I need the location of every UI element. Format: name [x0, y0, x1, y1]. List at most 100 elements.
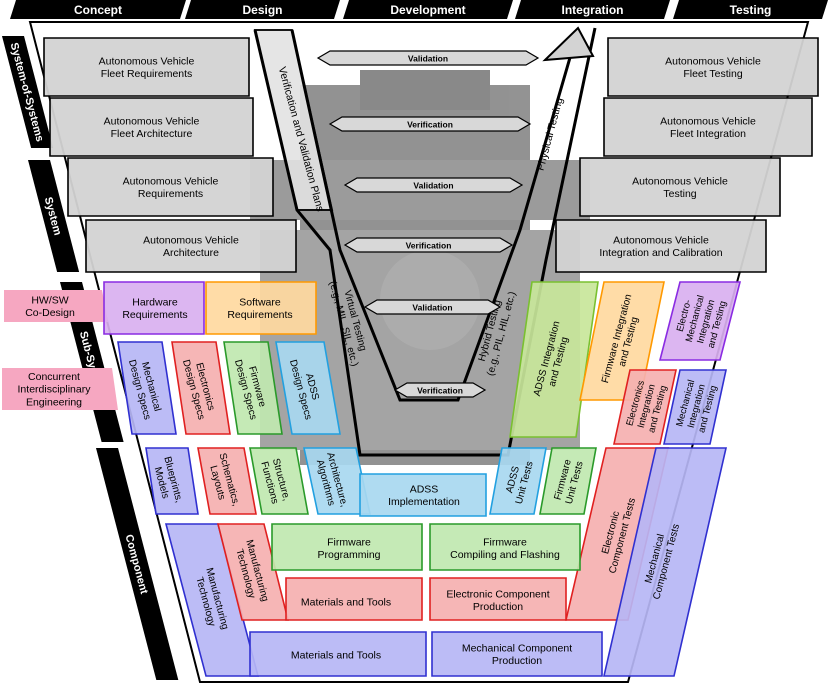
arrow-verification: Verification: [393, 382, 487, 398]
right-row-box-3-shape: [579, 157, 781, 217]
arrow-verification: Verification: [328, 116, 532, 132]
materials-tools-blue-box-label-line: Materials and Tools: [291, 650, 381, 662]
left-row-box-2: [49, 97, 254, 157]
firmware-programming-box: [271, 523, 423, 571]
adss-unit-tests-box-shape: [489, 447, 547, 515]
adss-design-specs-box-shape: [275, 341, 341, 435]
firmware-programming-box-label-line: Programming: [317, 549, 380, 561]
software-requirements-box-label-line: Requirements: [227, 309, 292, 321]
adss-implementation-box-label-line: Implementation: [388, 496, 460, 508]
concurrent-note-shape: [2, 368, 118, 410]
left-row-box-3-shape: [67, 157, 274, 217]
electronics-integration-box: [613, 369, 677, 445]
mechanical-component-production-box: [431, 631, 603, 677]
materials-tools-blue-box: [249, 631, 427, 677]
firmware-unit-tests-box: [539, 447, 597, 515]
left-row-box-3-label-line: Autonomous Vehicle: [123, 175, 219, 187]
arrow-validation: Validation: [316, 50, 540, 66]
left-row-box-4: [85, 219, 297, 273]
adss-unit-tests-box: [489, 447, 547, 515]
arrow-validation: Validation: [363, 299, 502, 315]
em-integration-box: [658, 281, 742, 361]
hardware-requirements-box-label-line: Hardware: [132, 296, 178, 308]
phase-header-label: Testing: [730, 3, 772, 17]
arrow-label: Verification: [407, 120, 453, 130]
left-row-box-4-shape: [85, 219, 297, 273]
right-row-box-4-label-line: Integration and Calibration: [599, 247, 722, 259]
right-row-box-2-shape: [603, 97, 813, 157]
phase-header-development: [343, 0, 513, 19]
mechanical-component-tests-box-shape: [602, 447, 728, 677]
left-row-box-2-label-line: Autonomous Vehicle: [104, 115, 200, 127]
arrow-shape: [363, 299, 502, 315]
concurrent-note-line: Concurrent: [28, 371, 80, 383]
hardware-requirements-box-shape: [103, 281, 205, 335]
left-row-box-1-shape: [43, 37, 250, 97]
arrow-shape: [393, 382, 487, 398]
left-row-box-3-label-line: Requirements: [138, 188, 203, 200]
concurrent-note-line: Interdisciplinary: [18, 384, 92, 396]
left-row-box-1-label-line: Autonomous Vehicle: [99, 55, 195, 67]
right-row-box-4-shape: [555, 219, 767, 273]
level-bar-component: [96, 448, 179, 680]
firmware-design-specs-box: [223, 341, 283, 435]
electronics-design-specs-box: [171, 341, 231, 435]
inner-v-outline: [290, 29, 580, 402]
mechanical-component-tests-box: [602, 447, 728, 677]
mechanical-design-specs-box-shape: [117, 341, 177, 435]
firmware-unit-tests-box-shape: [539, 447, 597, 515]
blueprints-box: [145, 447, 199, 515]
outer-band-outline: [253, 27, 597, 457]
arrow-shape: [316, 50, 540, 66]
left-row-box-1: [43, 37, 250, 97]
arrow-label: Validation: [413, 181, 453, 191]
adss-design-specs-box: [275, 341, 341, 435]
right-row-box-4: [555, 219, 767, 273]
em-integration-box-shape: [658, 281, 742, 361]
electronic-component-production-box-label-line: Production: [473, 601, 523, 613]
phase-header-testing: [673, 0, 828, 19]
firmware-programming-box-label-line: Firmware: [327, 536, 371, 548]
phase-header-integration: [515, 0, 670, 19]
right-row-box-4-label-line: Autonomous Vehicle: [613, 234, 709, 246]
firmware-programming-box-shape: [271, 523, 423, 571]
mechanical-component-production-box-label-line: Production: [492, 655, 542, 667]
phase-header-label: Integration: [562, 3, 624, 17]
mechanical-component-production-box-label-line: Mechanical Component: [462, 642, 572, 654]
electronic-component-production-box-shape: [429, 577, 567, 621]
mechanical-design-specs-box: [117, 341, 177, 435]
concurrent-note-line: Engineering: [26, 396, 82, 408]
hardware-requirements-box-label-line: Requirements: [122, 309, 187, 321]
right-row-box-1-shape: [607, 37, 819, 97]
adss-implementation-box: [359, 473, 487, 517]
firmware-compiling-box: [429, 523, 581, 571]
materials-tools-red-box: [285, 577, 423, 621]
right-row-box-3-label-line: Autonomous Vehicle: [632, 175, 728, 187]
electronics-design-specs-box-shape: [171, 341, 231, 435]
electronic-component-production-box-label-line: Electronic Component: [446, 588, 549, 600]
arrow-shape: [328, 116, 532, 132]
phase-header-label: Development: [390, 3, 465, 17]
arrow-label: Validation: [408, 54, 448, 64]
phase-header-label: Design: [242, 3, 282, 17]
right-row-box-1-label-line: Fleet Testing: [683, 68, 742, 80]
materials-tools-blue-box-label: Materials and Tools: [291, 650, 381, 662]
software-requirements-box-shape: [205, 281, 317, 335]
schematics-box: [197, 447, 257, 515]
phase-header-label: Concept: [74, 3, 122, 17]
